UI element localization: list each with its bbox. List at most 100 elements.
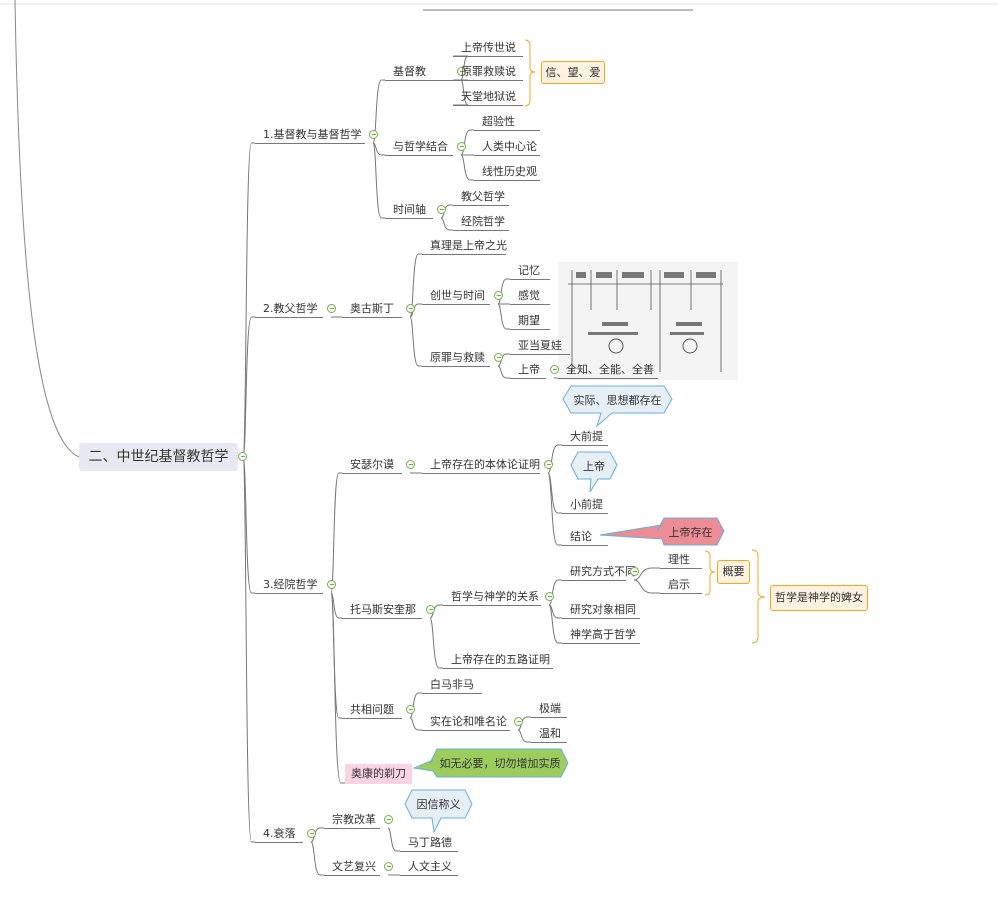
branch-connector xyxy=(242,316,255,458)
topic-leaf[interactable]: 研究对象相同 xyxy=(562,601,640,619)
topic-leaf[interactable]: 教父哲学 xyxy=(453,188,509,206)
topic-leaf[interactable]: 线性历史观 xyxy=(474,163,540,181)
collapse-icon[interactable] xyxy=(426,605,435,614)
topic-leaf[interactable]: 超验性 xyxy=(474,113,540,131)
topic-leaf[interactable]: 极端 xyxy=(531,700,567,718)
timeline-sketch-image xyxy=(558,262,738,380)
topic-leaf[interactable]: 结论 xyxy=(562,528,608,546)
collapse-icon[interactable] xyxy=(494,291,503,300)
topic-leaf[interactable]: 理性 xyxy=(660,551,702,569)
topic-label: 安瑟尔谟 xyxy=(350,458,394,471)
topic-label: 原罪与救赎 xyxy=(430,351,485,364)
topic-leaf[interactable]: 大前提 xyxy=(562,428,608,446)
topic-leaf[interactable]: 经院哲学 xyxy=(453,213,509,231)
topic-leaf[interactable]: 小前提 xyxy=(562,496,608,514)
branch-connector xyxy=(460,154,474,181)
collapse-icon[interactable] xyxy=(457,142,466,151)
collapse-icon[interactable] xyxy=(406,460,415,469)
branch-connector xyxy=(547,472,562,546)
topic-anselm[interactable]: 安瑟尔谟 xyxy=(342,456,415,474)
collapse-icon[interactable] xyxy=(437,205,446,214)
callout-text[interactable]: 因信称义 xyxy=(416,798,461,811)
collapse-icon[interactable] xyxy=(384,815,393,824)
topic-label: 实在论和唯名论 xyxy=(430,715,507,728)
topic-leaf[interactable]: 马丁路德 xyxy=(400,834,458,852)
collapse-icon[interactable] xyxy=(307,829,316,838)
topic-creation-time[interactable]: 创世与时间 xyxy=(422,287,503,305)
topic-label: 奥古斯丁 xyxy=(350,302,394,315)
topic-leaf[interactable]: 启示 xyxy=(660,576,702,594)
collapse-icon[interactable] xyxy=(514,717,523,726)
topic-renaissance[interactable]: 文艺复兴 xyxy=(324,858,393,876)
topic-leaf[interactable]: 真理是上帝之光 xyxy=(422,237,507,255)
parent-connector xyxy=(14,0,80,458)
collapse-icon[interactable] xyxy=(384,862,393,871)
topic-ockham-razor[interactable]: 奥康的剃刀 xyxy=(345,764,412,784)
summary-faith-hope-love[interactable]: 信、望、爱 xyxy=(541,61,605,84)
branch-connector xyxy=(440,217,453,231)
topic-leaf[interactable]: 感觉 xyxy=(510,287,550,305)
branch-connector xyxy=(497,303,510,330)
collapse-icon[interactable] xyxy=(406,304,415,313)
branch-connector xyxy=(409,316,422,367)
topic-ontological-proof[interactable]: 上帝存在的本体论证明 xyxy=(422,456,553,474)
topic-aquinas[interactable]: 托马斯安奎那 xyxy=(342,601,435,619)
collapse-icon[interactable] xyxy=(369,130,378,139)
callout-text[interactable]: 如无必要，切勿增加实质 xyxy=(439,757,561,770)
collapse-icon[interactable] xyxy=(545,592,554,601)
topic-label: 宗教改革 xyxy=(332,813,376,826)
topic-realism-nominalism[interactable]: 实在论和唯名论 xyxy=(422,713,523,731)
topic-leaf[interactable]: 上帝存在的五路证明 xyxy=(443,651,553,669)
branch-connector xyxy=(330,592,342,619)
topic-christianity-philosophy[interactable]: 1.基督教与基督哲学 xyxy=(255,126,378,144)
collapse-icon[interactable] xyxy=(457,67,466,76)
central-topic[interactable]: 二、中世纪基督教哲学 xyxy=(79,443,238,471)
topic-timeline[interactable]: 时间轴 xyxy=(385,201,446,219)
collapse-icon[interactable] xyxy=(327,580,336,589)
topic-leaf[interactable]: 期望 xyxy=(510,312,550,330)
topic-leaf[interactable]: 白马非马 xyxy=(422,676,482,694)
topic-decline[interactable]: 4.衰落 xyxy=(255,825,316,843)
collapse-icon[interactable] xyxy=(630,567,639,576)
topic-leaf[interactable]: 人类中心论 xyxy=(474,138,540,156)
topic-leaf[interactable]: 记忆 xyxy=(510,262,550,280)
topic-leaf[interactable]: 亚当夏娃 xyxy=(510,337,570,355)
collapse-icon[interactable] xyxy=(238,452,247,461)
topic-label: 3.经院哲学 xyxy=(263,578,318,591)
topic-philosophy-theology[interactable]: 哲学与神学的关系 xyxy=(443,588,554,606)
topic-leaf[interactable]: 神学高于哲学 xyxy=(562,626,640,644)
topic-leaf[interactable]: 温和 xyxy=(531,725,567,743)
collapse-icon[interactable] xyxy=(494,353,503,362)
topic-label: 创世与时间 xyxy=(430,289,485,302)
topic-label: 上帝 xyxy=(518,363,540,376)
topic-sin-redemption[interactable]: 原罪与救赎 xyxy=(422,349,503,367)
topic-leaf[interactable]: 人文主义 xyxy=(400,858,458,876)
topic-universals[interactable]: 共相问题 xyxy=(342,701,415,719)
topic-leaf[interactable]: 原罪救赎说 xyxy=(453,63,523,81)
callout-text[interactable]: 上帝存在 xyxy=(668,526,713,539)
branch-connector xyxy=(548,604,562,619)
topic-reformation[interactable]: 宗教改革 xyxy=(324,811,393,829)
topic-leaf[interactable]: 上帝传世说 xyxy=(453,39,523,57)
topic-leaf[interactable]: 全知、全能、全善 xyxy=(558,361,658,379)
collapse-icon[interactable] xyxy=(406,705,415,714)
collapse-icon[interactable] xyxy=(544,460,553,469)
topic-christianity[interactable]: 基督教 xyxy=(385,63,466,81)
topic-god[interactable]: 上帝 xyxy=(510,361,559,379)
branch-connector xyxy=(547,444,562,474)
callout-text[interactable]: 上帝 xyxy=(583,460,605,473)
branch-connector xyxy=(429,617,443,669)
summary-handmaiden[interactable]: 哲学是神学的婢女 xyxy=(770,585,868,611)
topic-scholastic[interactable]: 3.经院哲学 xyxy=(255,576,336,594)
callout-text[interactable]: 实际、思想都存在 xyxy=(573,394,662,407)
topic-leaf[interactable]: 天堂地狱说 xyxy=(453,88,523,106)
branch-connector xyxy=(330,592,342,719)
branch-connector xyxy=(387,827,400,852)
collapse-icon[interactable] xyxy=(327,304,336,313)
summary-overview[interactable]: 概要 xyxy=(717,560,750,584)
topic-patristic[interactable]: 2.教父哲学 xyxy=(255,300,336,318)
topic-augustine[interactable]: 奥古斯丁 xyxy=(342,300,415,318)
topic-method[interactable]: 研究方式不同 xyxy=(562,563,639,581)
collapse-icon[interactable] xyxy=(550,365,559,374)
topic-philosophy-combination[interactable]: 与哲学结合 xyxy=(385,138,466,156)
